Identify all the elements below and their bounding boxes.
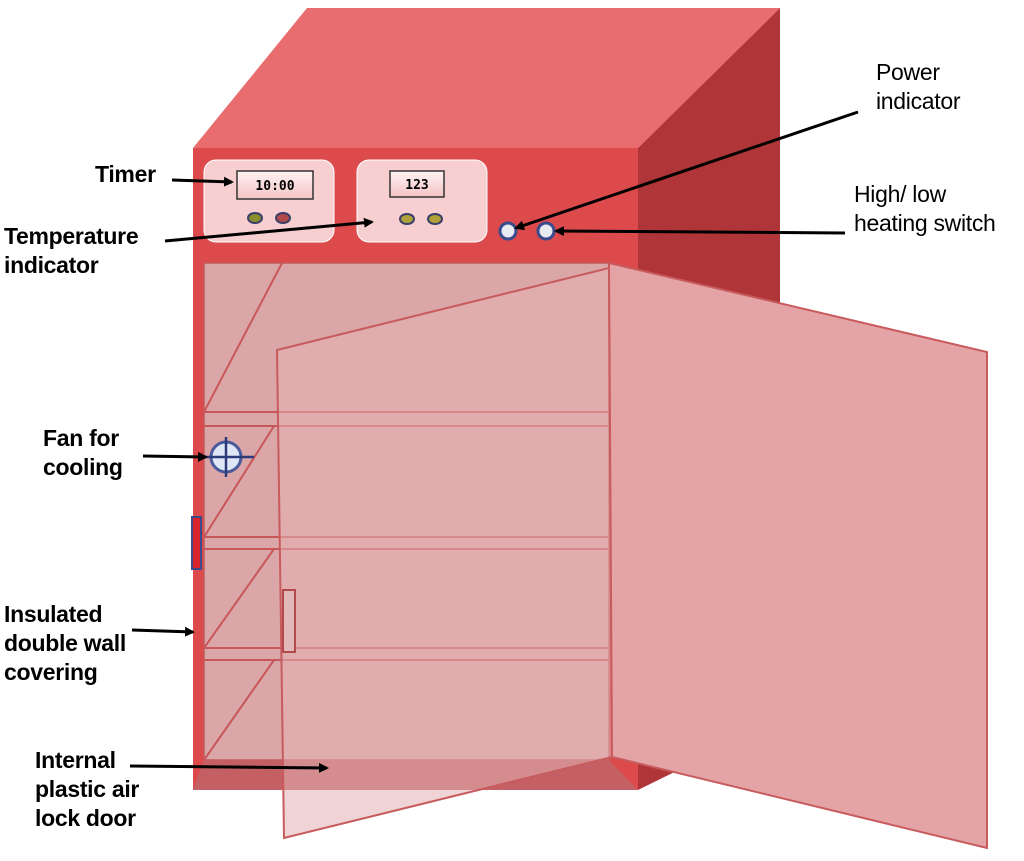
timer-display: 10:00: [255, 179, 294, 194]
arrow-heating-switch: [554, 226, 846, 237]
arrow-power: [514, 110, 859, 231]
temperature-button-right[interactable]: [427, 213, 443, 225]
internal-plastic-door[interactable]: [275, 266, 614, 840]
timer-button-left[interactable]: [247, 212, 263, 224]
label-fan: Fan for cooling: [43, 425, 123, 480]
arrow-timer: [171, 176, 234, 187]
label-timer: Timer: [95, 161, 156, 187]
label-arrows: [129, 110, 859, 773]
label-power-indicator: Power indicator: [876, 59, 961, 114]
internal-door-handle[interactable]: [282, 589, 296, 653]
arrow-temperature: [164, 217, 374, 243]
cooling-fan-icon: [206, 437, 254, 477]
temperature-screen: [389, 170, 445, 198]
label-internal-door: Internal plastic air lock door: [35, 747, 140, 831]
outer-door[interactable]: [607, 261, 988, 850]
label-insulated-wall: Insulated double wall covering: [4, 601, 126, 685]
arrow-insulated-wall: [131, 626, 195, 637]
label-temperature-indicator: Temperature indicator: [4, 223, 139, 278]
temperature-button-left[interactable]: [399, 213, 415, 225]
arrow-internal-door: [129, 762, 329, 773]
door-seal: [191, 516, 202, 570]
label-heating-switch: High/ low heating switch: [854, 181, 996, 236]
cabinet-top: [193, 8, 780, 148]
temperature-display: 123: [405, 178, 428, 193]
arrow-fan: [142, 451, 208, 462]
timer-button-right[interactable]: [275, 212, 291, 224]
timer-screen: [236, 170, 314, 200]
power-indicator-light: [498, 221, 518, 241]
heating-switch-knob[interactable]: [536, 221, 556, 241]
